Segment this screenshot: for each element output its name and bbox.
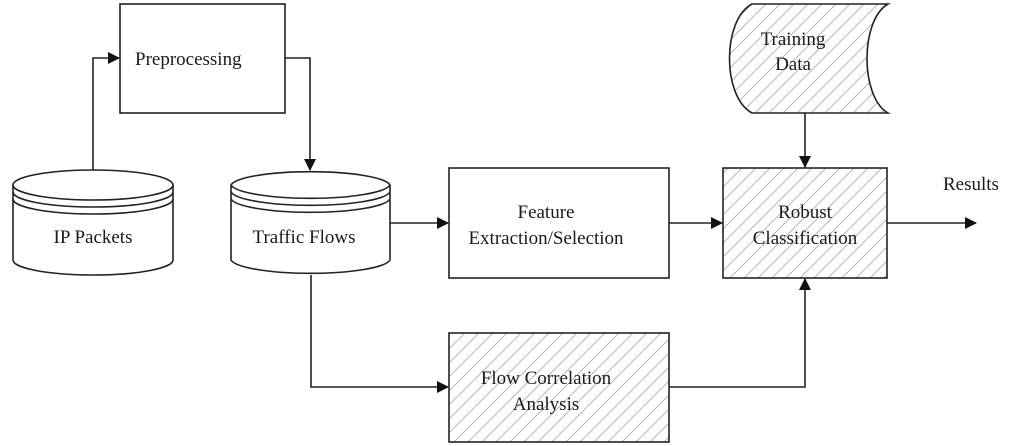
traffic-flows-label: Traffic Flows [253, 227, 356, 248]
flowcorr-label-line1: Flow Correlation [481, 368, 612, 389]
node-traffic-flows: Traffic Flows [230, 170, 391, 275]
preprocessing-label: Preprocessing [135, 49, 242, 70]
node-training-data: Training Data [728, 3, 891, 114]
feature-label-line2: Extraction/Selection [468, 228, 624, 249]
edge-flowcorr-to-robust [669, 278, 811, 388]
flowcorr-label-line2: Analysis [513, 394, 580, 415]
feature-label-line1: Feature [518, 202, 575, 223]
robust-label-line2: Classification [753, 228, 858, 249]
results-label: Results [943, 174, 999, 195]
edge-ip-to-preprocessing [92, 52, 120, 170]
training-label-line2: Data [775, 54, 811, 75]
edges [92, 52, 977, 393]
node-flow-correlation: Flow Correlation Analysis [448, 332, 670, 443]
node-robust-classification: Robust Classification [722, 167, 888, 279]
ip-packets-label: IP Packets [54, 227, 133, 248]
training-label-line1: Training [761, 29, 826, 50]
node-feature-extraction: Feature Extraction/Selection [448, 167, 670, 279]
robust-label-line1: Robust [778, 202, 833, 223]
edge-traffic-to-flowcorr [310, 275, 449, 393]
node-preprocessing: Preprocessing [119, 3, 286, 114]
edge-preprocessing-to-traffic [285, 57, 316, 171]
node-ip-packets: IP Packets [12, 169, 174, 276]
